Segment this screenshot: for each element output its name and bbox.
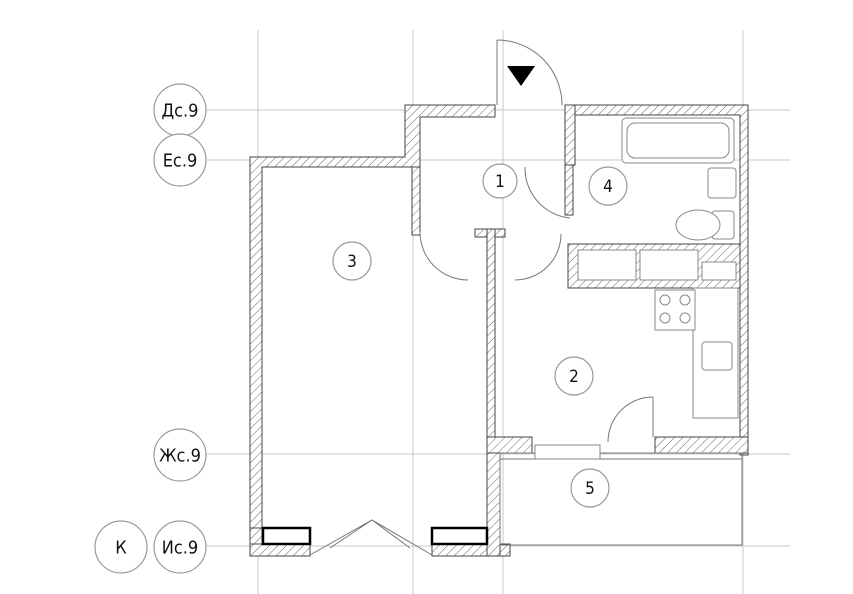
axis-label: Жс.9 bbox=[159, 446, 201, 467]
axis-bubble-d: Дс.9 bbox=[153, 83, 207, 137]
axis-label: Ес.9 bbox=[163, 151, 198, 172]
exterior-walls bbox=[249, 104, 749, 557]
room-number: 2 bbox=[569, 367, 579, 387]
kitchen-fixtures bbox=[654, 287, 739, 419]
axis-label: Дс.9 bbox=[161, 101, 198, 122]
bathroom-fixtures bbox=[621, 117, 737, 241]
doors bbox=[309, 39, 654, 556]
room-number: 5 bbox=[585, 479, 595, 499]
balcony bbox=[499, 444, 743, 546]
axis-label: Ис.9 bbox=[162, 538, 198, 559]
section-mark-k: К bbox=[94, 520, 148, 574]
axis-bubble-i: Ис.9 bbox=[153, 520, 207, 574]
room-number: 4 bbox=[603, 177, 613, 197]
section-mark-label: К bbox=[115, 538, 127, 559]
room-marker-5: 5 bbox=[570, 468, 610, 508]
room-marker-3: 3 bbox=[332, 241, 372, 281]
room-marker-4: 4 bbox=[588, 166, 628, 206]
room-marker-1: 1 bbox=[482, 163, 518, 199]
interior-partitions bbox=[411, 164, 741, 438]
room-marker-2: 2 bbox=[554, 356, 594, 396]
room-number: 1 bbox=[495, 172, 505, 192]
room-number: 3 bbox=[347, 252, 357, 272]
axis-bubble-zh: Жс.9 bbox=[153, 428, 207, 482]
entrance-arrow-icon bbox=[507, 66, 535, 86]
axis-bubble-e: Ес.9 bbox=[153, 133, 207, 187]
